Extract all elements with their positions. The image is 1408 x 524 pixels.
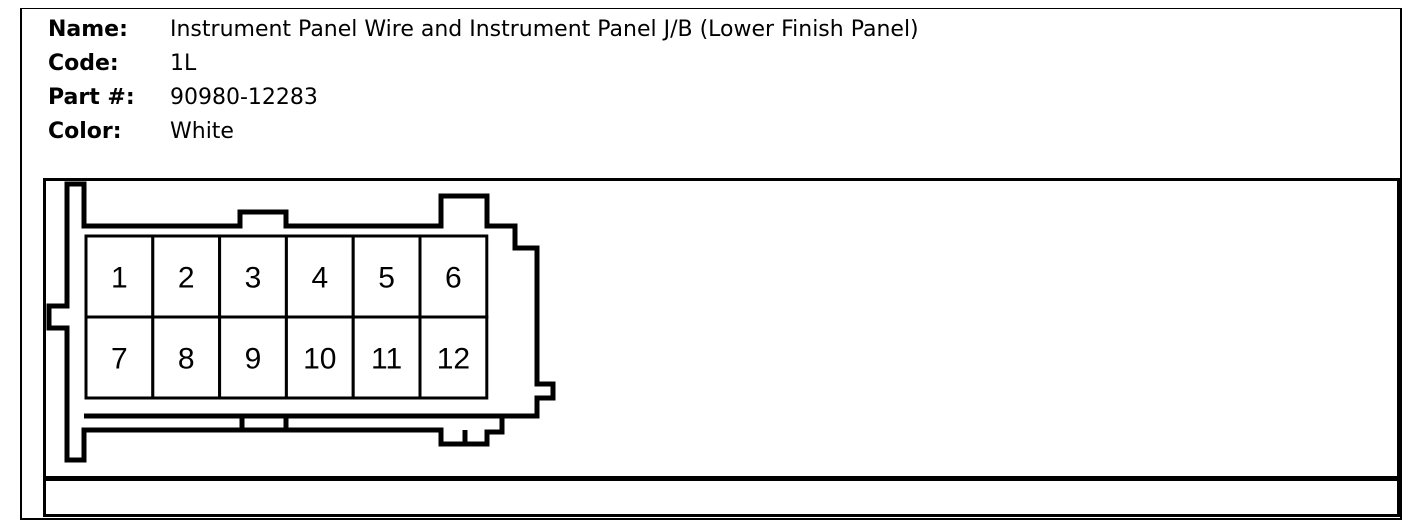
color-value: White	[170, 119, 234, 144]
part-number-label: Part #:	[48, 85, 135, 110]
pin-cavity-6	[418, 234, 489, 319]
pin-cavity-12	[418, 315, 489, 400]
pin-label-6: 6	[445, 262, 462, 295]
pin-cavity-11	[351, 315, 422, 400]
pin-cavity-5	[351, 234, 422, 319]
code-label: Code:	[48, 51, 119, 76]
connector-info-frame	[20, 8, 1402, 520]
name-value: Instrument Panel Wire and Instrument Pan…	[170, 17, 919, 42]
pin-label-4: 4	[311, 262, 328, 295]
code-value: 1L	[170, 51, 197, 76]
pin-label-2: 2	[178, 262, 195, 295]
pin-label-8: 8	[178, 343, 195, 376]
left-lock-bar	[46, 181, 556, 463]
pin-label-1: 1	[111, 262, 128, 295]
connector-diagram-box	[43, 178, 1400, 479]
pin-label-9: 9	[245, 343, 262, 376]
pin-cavity-10	[284, 315, 355, 400]
color-label: Color:	[48, 119, 122, 144]
pin-label-12: 12	[437, 343, 470, 376]
pin-cavity-8	[151, 315, 222, 400]
pin-label-10: 10	[303, 343, 336, 376]
pin-label-11: 11	[371, 343, 402, 376]
pin-label-7: 7	[111, 343, 128, 376]
part-number-value: 90980-12283	[170, 85, 318, 110]
footer-box	[43, 478, 1400, 517]
name-label: Name:	[48, 17, 128, 42]
pin-label-5: 5	[378, 262, 395, 295]
pin-label-3: 3	[245, 262, 262, 295]
pin-cavity-7	[84, 315, 155, 400]
